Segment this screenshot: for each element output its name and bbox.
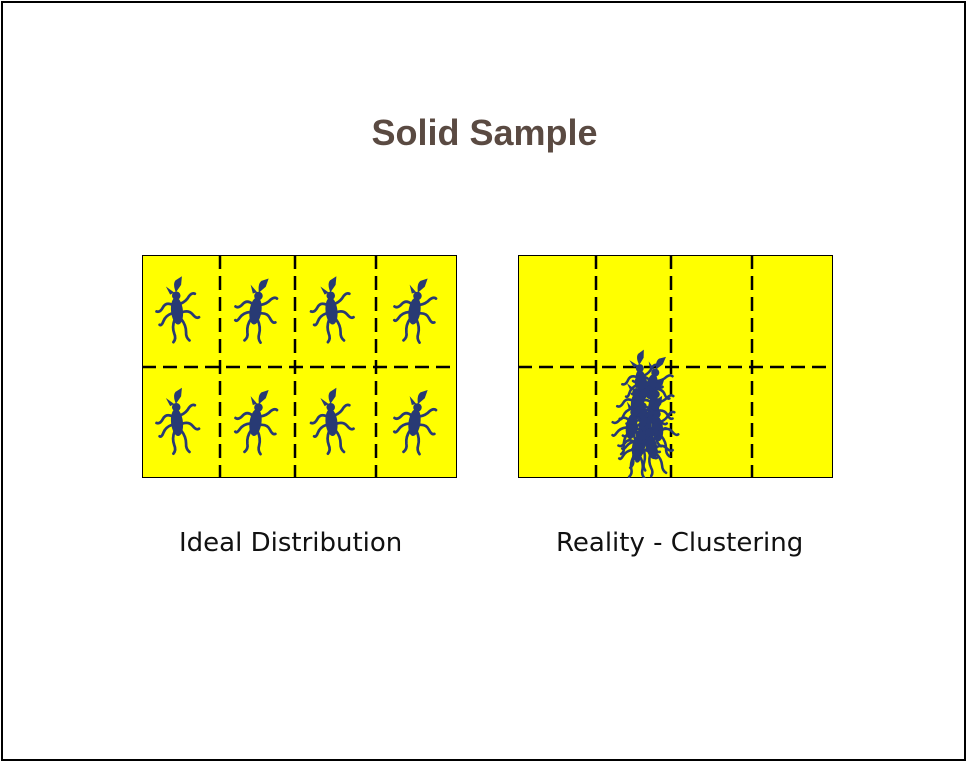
microbe-icon xyxy=(309,387,355,456)
page-title: Solid Sample xyxy=(371,112,598,153)
clustering-diagram xyxy=(518,255,833,478)
clustering-caption: Reality - Clustering xyxy=(556,528,804,558)
microbe-icon xyxy=(392,278,438,344)
microbe-icon xyxy=(155,387,201,456)
microbe-icon xyxy=(392,390,438,456)
ideal-distribution-caption: Ideal Distribution xyxy=(179,528,403,558)
microbe-icon xyxy=(155,276,201,344)
microbe-icon xyxy=(617,417,659,478)
clustering-panel xyxy=(518,255,833,478)
ideal-distribution-diagram xyxy=(142,255,457,478)
microbe-icon xyxy=(309,276,355,344)
microbe-icon xyxy=(233,278,279,344)
ideal-distribution-panel xyxy=(142,255,457,478)
microbe-icon xyxy=(233,390,279,456)
